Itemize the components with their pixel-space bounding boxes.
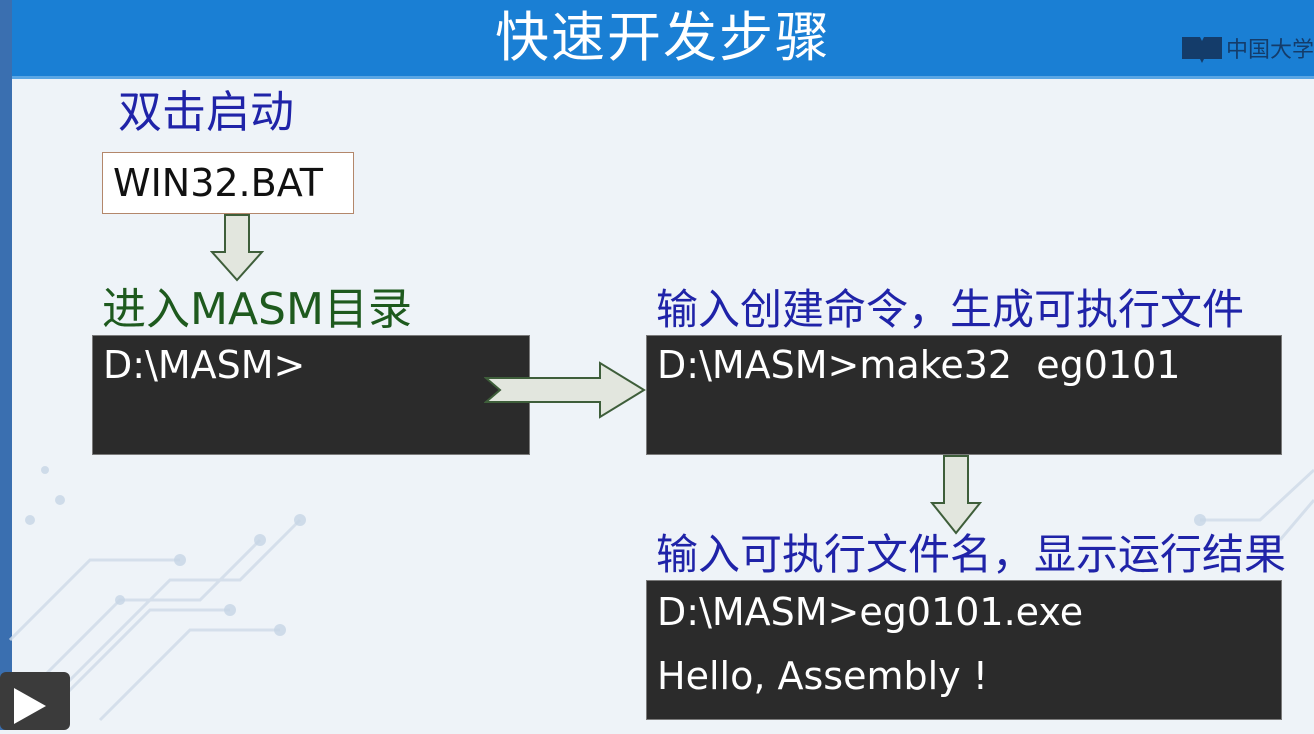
console-make32: D:\MASM>make32 eg0101 [646, 335, 1282, 455]
step2-heading: 进入MASM目录 [102, 284, 412, 335]
play-button[interactable] [0, 672, 70, 730]
down-arrow-1 [210, 214, 264, 282]
left-edge-strip [0, 0, 12, 730]
step4-heading-text: 输入可执行文件名，显示运行结果 [656, 530, 1287, 579]
down-arrow-2 [930, 455, 982, 535]
console-line: D:\MASM>eg0101.exe [657, 590, 1084, 634]
bat-file-box: WIN32.BAT [102, 152, 354, 214]
step1-heading: 双击启动 [118, 87, 294, 138]
console-run-exe: D:\MASM>eg0101.exe Hello, Assembly ! [646, 580, 1282, 720]
console-output-line: Hello, Assembly ! [657, 654, 988, 698]
right-arrow [484, 361, 646, 419]
mooc-logo: 中国大学 [1180, 30, 1314, 66]
step3-heading: 输入创建命令，生成可执行文件 [656, 285, 1245, 334]
step4-heading: 输入可执行文件名，显示运行结果 [656, 528, 1286, 582]
console-line: D:\MASM> [103, 343, 306, 387]
console-masm-dir: D:\MASM> [92, 335, 530, 455]
slide-title: 快速开发步骤 [495, 6, 831, 69]
header-bar: 快速开发步骤 中国大学 [12, 0, 1314, 79]
book-icon [1181, 37, 1222, 63]
logo-text: 中国大学 [1225, 38, 1314, 63]
play-icon [14, 688, 46, 724]
console-line: D:\MASM>make32 eg0101 [657, 343, 1181, 387]
